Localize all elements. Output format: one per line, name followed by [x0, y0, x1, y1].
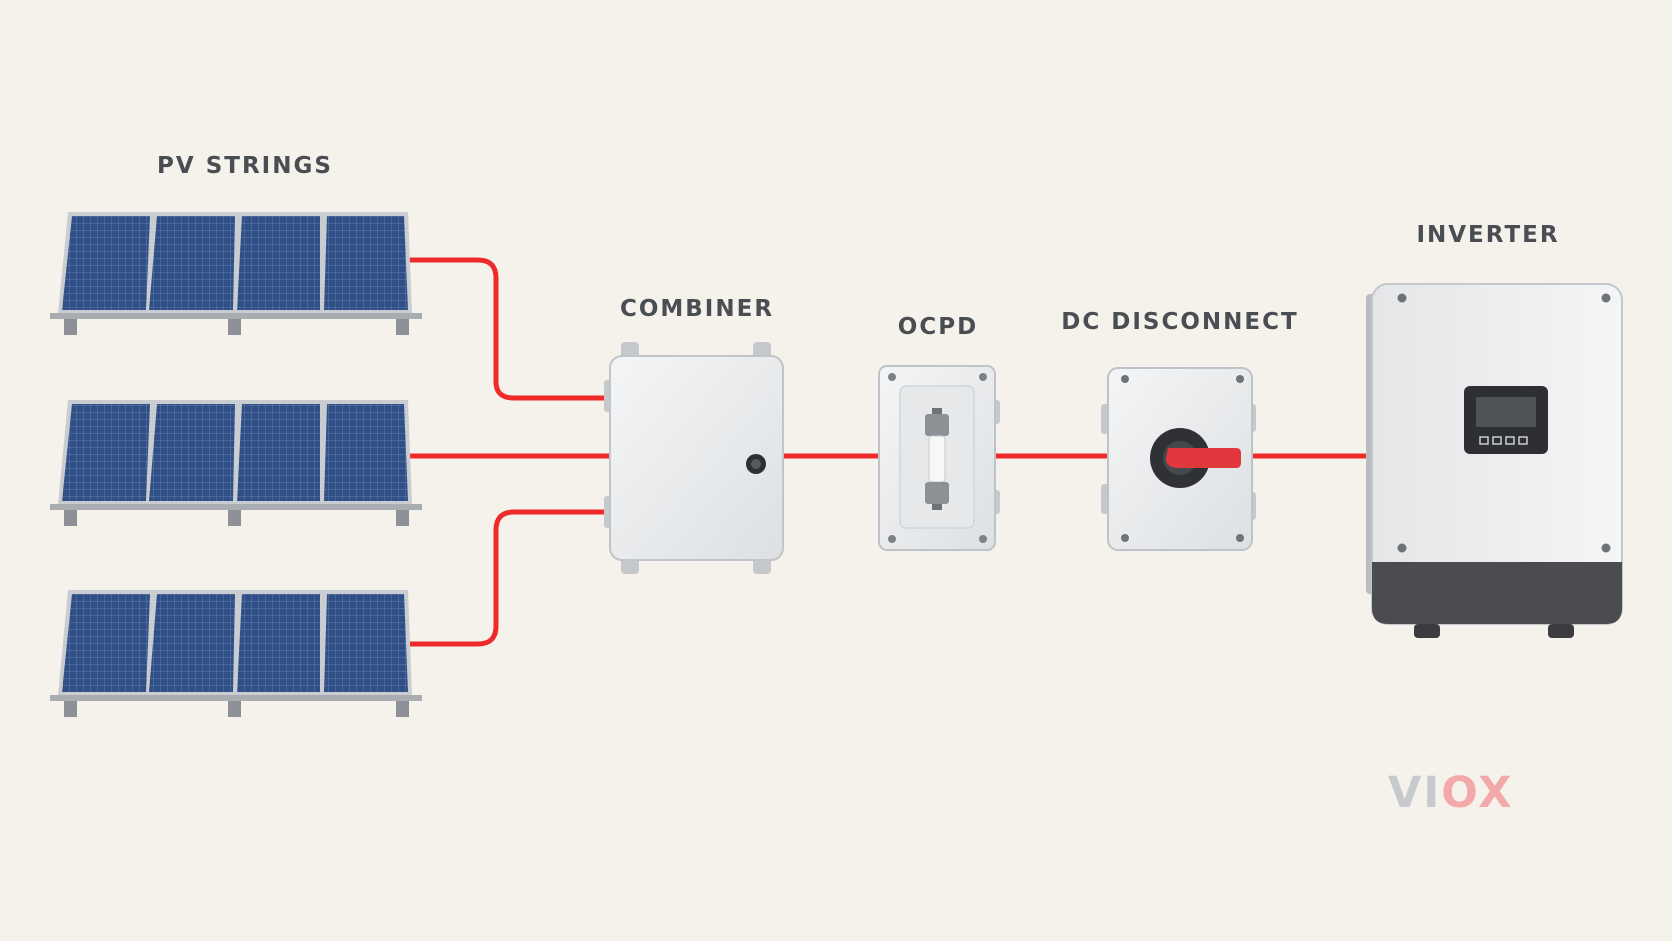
fuse-icon	[925, 408, 949, 510]
pv-strings-label: PV STRINGS	[157, 153, 333, 179]
logo-part-ox: OX	[1441, 768, 1514, 818]
logo-part-vi: VI	[1388, 768, 1442, 818]
ocpd-enclosure	[878, 365, 1000, 551]
ocpd-label: OCPD	[897, 314, 979, 340]
inverter-icon	[1366, 283, 1623, 638]
dc-disconnect-label: DC DISCONNECT	[1061, 309, 1299, 335]
solar-panel-icon	[50, 400, 422, 526]
pv-string-1	[50, 212, 422, 335]
solar-panel-icon	[50, 212, 422, 335]
pv-string-2	[50, 400, 422, 526]
dc-wiring	[407, 257, 1369, 647]
viox-logo: VI OX	[1388, 768, 1513, 818]
inverter-label: INVERTER	[1416, 222, 1560, 248]
solar-panel-icon	[50, 590, 422, 717]
disconnect-switch-icon	[1150, 428, 1241, 488]
wire-string-1	[407, 257, 615, 401]
dc-disconnect-enclosure	[1101, 367, 1256, 551]
combiner-box-icon	[604, 342, 784, 574]
inverter-display-icon	[1464, 386, 1548, 454]
combiner-label: COMBINER	[619, 296, 775, 322]
pv-string-3	[50, 590, 422, 717]
wire-string-3	[407, 509, 615, 647]
